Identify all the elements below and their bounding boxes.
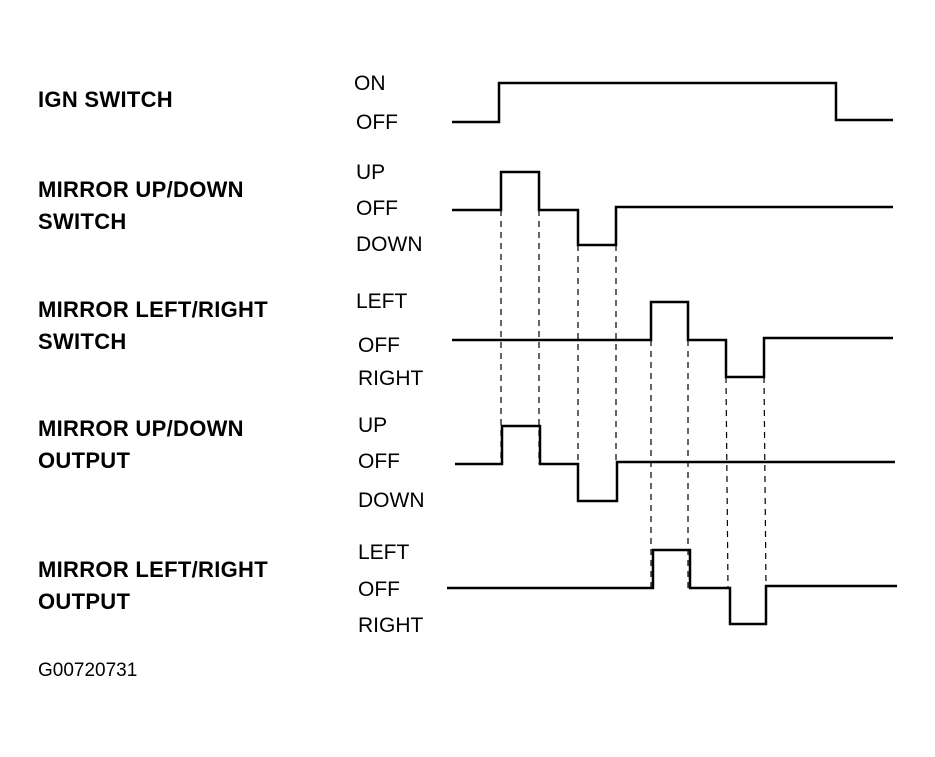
signal-name-mirror-up-down-switch: MIRROR UP/DOWN SWITCH [38,177,244,234]
state-label-off: OFF [356,111,398,134]
state-label-up: UP [358,414,388,437]
ign-switch-trace [452,81,893,124]
signal-name-mirror-left-right-output: MIRROR LEFT/RIGHT OUTPUT [38,557,268,614]
state-label-left: LEFT [356,290,408,313]
state-label-off: OFF [358,334,400,357]
mirror-up-down-switch-trace [452,170,893,247]
transition-guide-line [725,376,729,589]
transition-guide-line [763,376,767,587]
state-label-left: LEFT [358,541,410,564]
figure-id: G00720731 [38,660,138,681]
state-label-down: DOWN [356,233,423,256]
signal-name-ign-switch: IGN SWITCH [38,87,173,112]
signal-name-mirror-up-down-output: MIRROR UP/DOWN OUTPUT [38,416,244,473]
mirror-up-down-output-trace [455,424,895,503]
state-label-off: OFF [358,450,400,473]
state-label-on: ON [354,72,386,95]
state-label-up: UP [356,161,386,184]
mirror-left-right-output-trace [447,548,897,626]
state-label-right: RIGHT [358,367,424,390]
state-label-right: RIGHT [358,614,424,637]
state-label-off: OFF [356,197,398,220]
signal-name-mirror-left-right-switch: MIRROR LEFT/RIGHT SWITCH [38,297,268,354]
state-label-off: OFF [358,578,400,601]
state-label-down: DOWN [358,489,425,512]
mirror-left-right-switch-trace [452,300,893,379]
